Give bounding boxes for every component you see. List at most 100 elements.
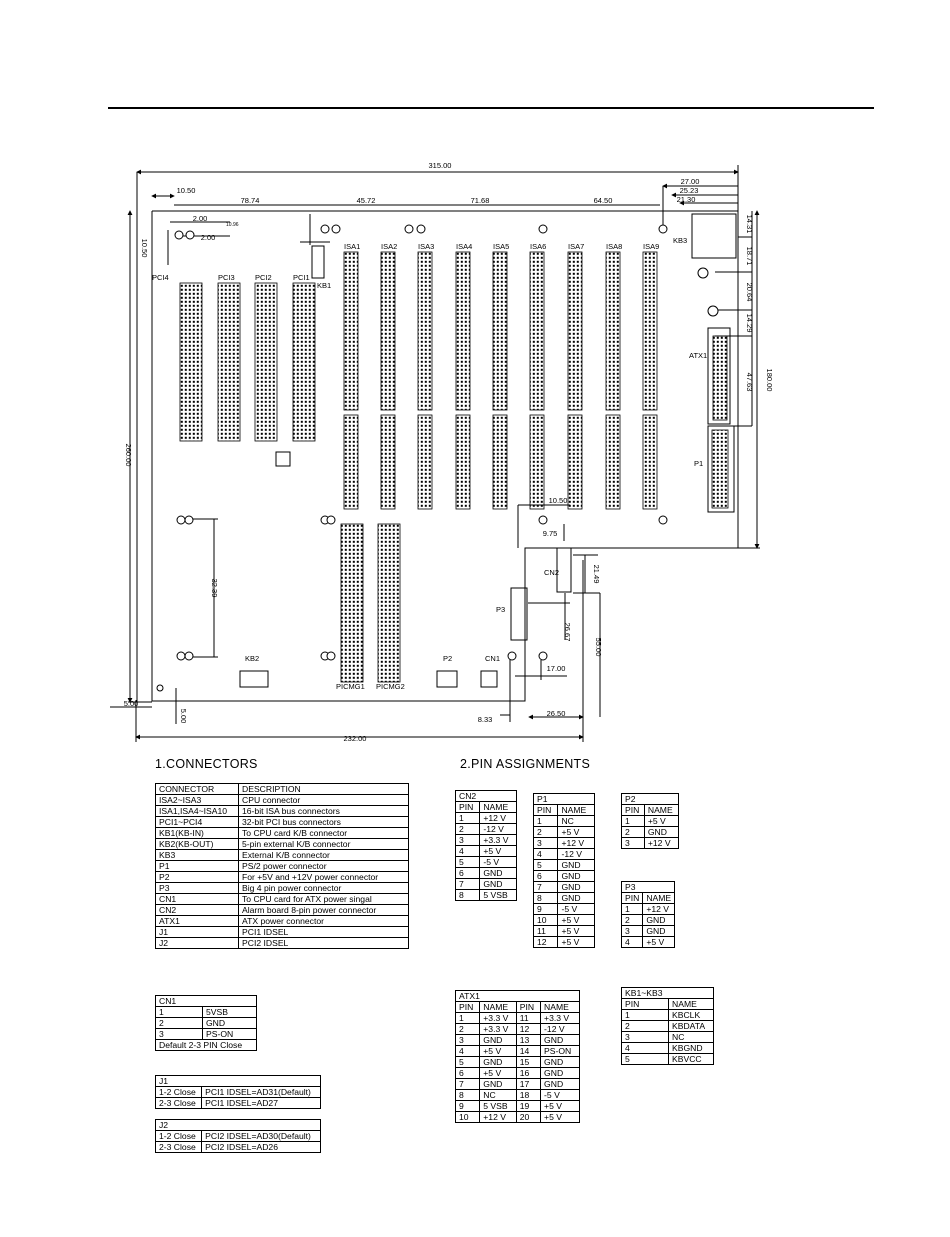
table-row: 10+5 V xyxy=(532,914,595,926)
table-row: 3+3.3 V xyxy=(454,834,517,846)
svg-text:ISA8: ISA8 xyxy=(606,242,622,251)
svg-text:9.75: 9.75 xyxy=(543,529,558,538)
svg-text:45.72: 45.72 xyxy=(357,196,376,205)
svg-text:KB1: KB1 xyxy=(317,281,331,290)
svg-text:ISA7: ISA7 xyxy=(568,242,584,251)
svg-text:32.39: 32.39 xyxy=(210,579,219,598)
svg-text:ISA9: ISA9 xyxy=(643,242,659,251)
table-row: 4-12 V xyxy=(532,848,595,860)
svg-text:KB2: KB2 xyxy=(245,654,259,663)
table-row: 4+5 V xyxy=(454,845,517,857)
svg-text:21.30: 21.30 xyxy=(677,195,696,204)
svg-text:10.50: 10.50 xyxy=(140,239,149,258)
svg-text:P1: P1 xyxy=(694,459,703,468)
table-row: KB2(KB-OUT)5-pin external K/B connector xyxy=(155,838,409,850)
table-row: 2-12 V xyxy=(454,823,517,835)
table-row: 3+12 V xyxy=(621,837,680,849)
svg-text:180.00: 180.00 xyxy=(765,369,774,392)
svg-text:47.63: 47.63 xyxy=(745,373,754,392)
table-row: KB1(KB-IN)To CPU card K/B connector xyxy=(155,827,409,839)
svg-text:18.71: 18.71 xyxy=(745,247,754,266)
svg-text:5.00: 5.00 xyxy=(124,699,139,708)
svg-text:10.50: 10.50 xyxy=(177,186,196,195)
table-row: 1+12 V xyxy=(620,903,676,915)
svg-text:PCI2: PCI2 xyxy=(255,273,272,282)
svg-text:ISA3: ISA3 xyxy=(418,242,434,251)
header-rule xyxy=(108,107,874,109)
svg-text:14.29: 14.29 xyxy=(745,314,754,333)
dim-overall-width: 315.00 xyxy=(429,161,452,170)
svg-text:2.00: 2.00 xyxy=(201,233,216,242)
svg-text:ISA6: ISA6 xyxy=(530,242,546,251)
pin-assignments-heading: 2.PIN ASSIGNMENTS xyxy=(460,757,591,771)
table-row: 4+5 V xyxy=(620,936,676,948)
svg-text:CN1: CN1 xyxy=(485,654,500,663)
svg-text:ISA1: ISA1 xyxy=(344,242,360,251)
table-row: 11+5 V xyxy=(532,925,595,937)
table-row: 9-5 V xyxy=(532,903,595,915)
connectors-heading: 1.CONNECTORS xyxy=(155,757,258,771)
svg-text:PCI4: PCI4 xyxy=(152,273,169,282)
svg-text:26.50: 26.50 xyxy=(547,709,566,718)
svg-text:P2: P2 xyxy=(443,654,452,663)
svg-text:25.23: 25.23 xyxy=(680,186,699,195)
svg-text:20.64: 20.64 xyxy=(745,283,754,302)
table-row: 5-5 V xyxy=(454,856,517,868)
svg-text:14.31: 14.31 xyxy=(745,215,754,234)
svg-text:260.00: 260.00 xyxy=(124,444,133,467)
svg-text:2.00: 2.00 xyxy=(193,214,208,223)
svg-text:ISA5: ISA5 xyxy=(493,242,509,251)
table-row: 2+5 V xyxy=(532,826,595,838)
svg-text:CN2: CN2 xyxy=(544,568,559,577)
svg-text:ATX1: ATX1 xyxy=(689,351,707,360)
